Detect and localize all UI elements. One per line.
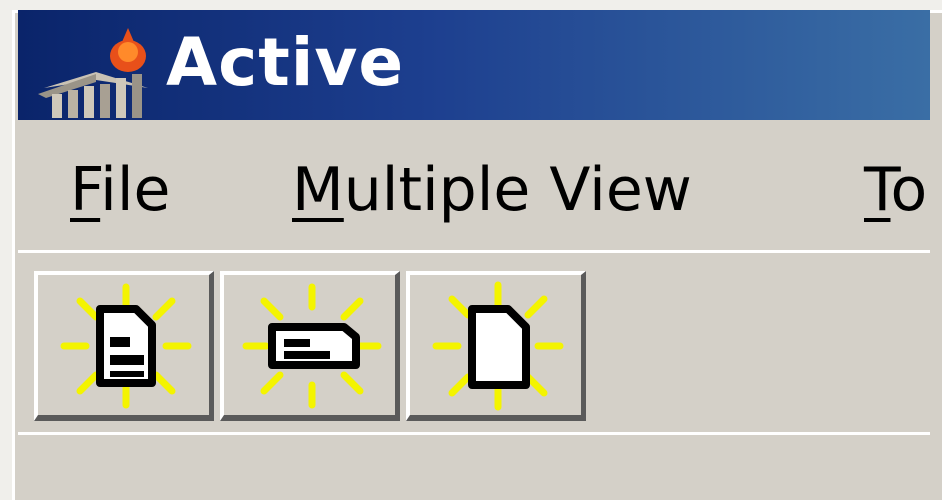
menu-multiple-view-label: ultiple View: [343, 155, 692, 225]
toolbar: [18, 250, 930, 430]
menu-tools-mnemonic: T: [864, 155, 891, 225]
title-bar[interactable]: Active: [18, 10, 930, 120]
toolbar-button-new-form[interactable]: [34, 271, 214, 421]
menu-tools-label: o: [890, 155, 928, 225]
menu-file-label: ile: [100, 155, 171, 225]
new-document-sparkle-icon: [432, 281, 564, 411]
menu-tools[interactable]: To: [864, 160, 927, 220]
window-content-area: [18, 432, 930, 500]
new-form-sparkle-icon: [60, 283, 192, 409]
menu-file[interactable]: File: [70, 160, 170, 220]
menu-file-mnemonic: F: [70, 155, 101, 225]
window-title: Active: [166, 24, 405, 101]
menu-multiple-view[interactable]: Multiple View: [292, 160, 692, 220]
toolbar-button-new-card[interactable]: [220, 271, 400, 421]
app-logo-icon: [38, 28, 148, 118]
menu-bar: File Multiple View To: [18, 134, 930, 244]
toolbar-button-new-document[interactable]: [406, 271, 586, 421]
new-card-sparkle-icon: [242, 283, 382, 409]
menu-multiple-view-mnemonic: M: [292, 155, 344, 225]
